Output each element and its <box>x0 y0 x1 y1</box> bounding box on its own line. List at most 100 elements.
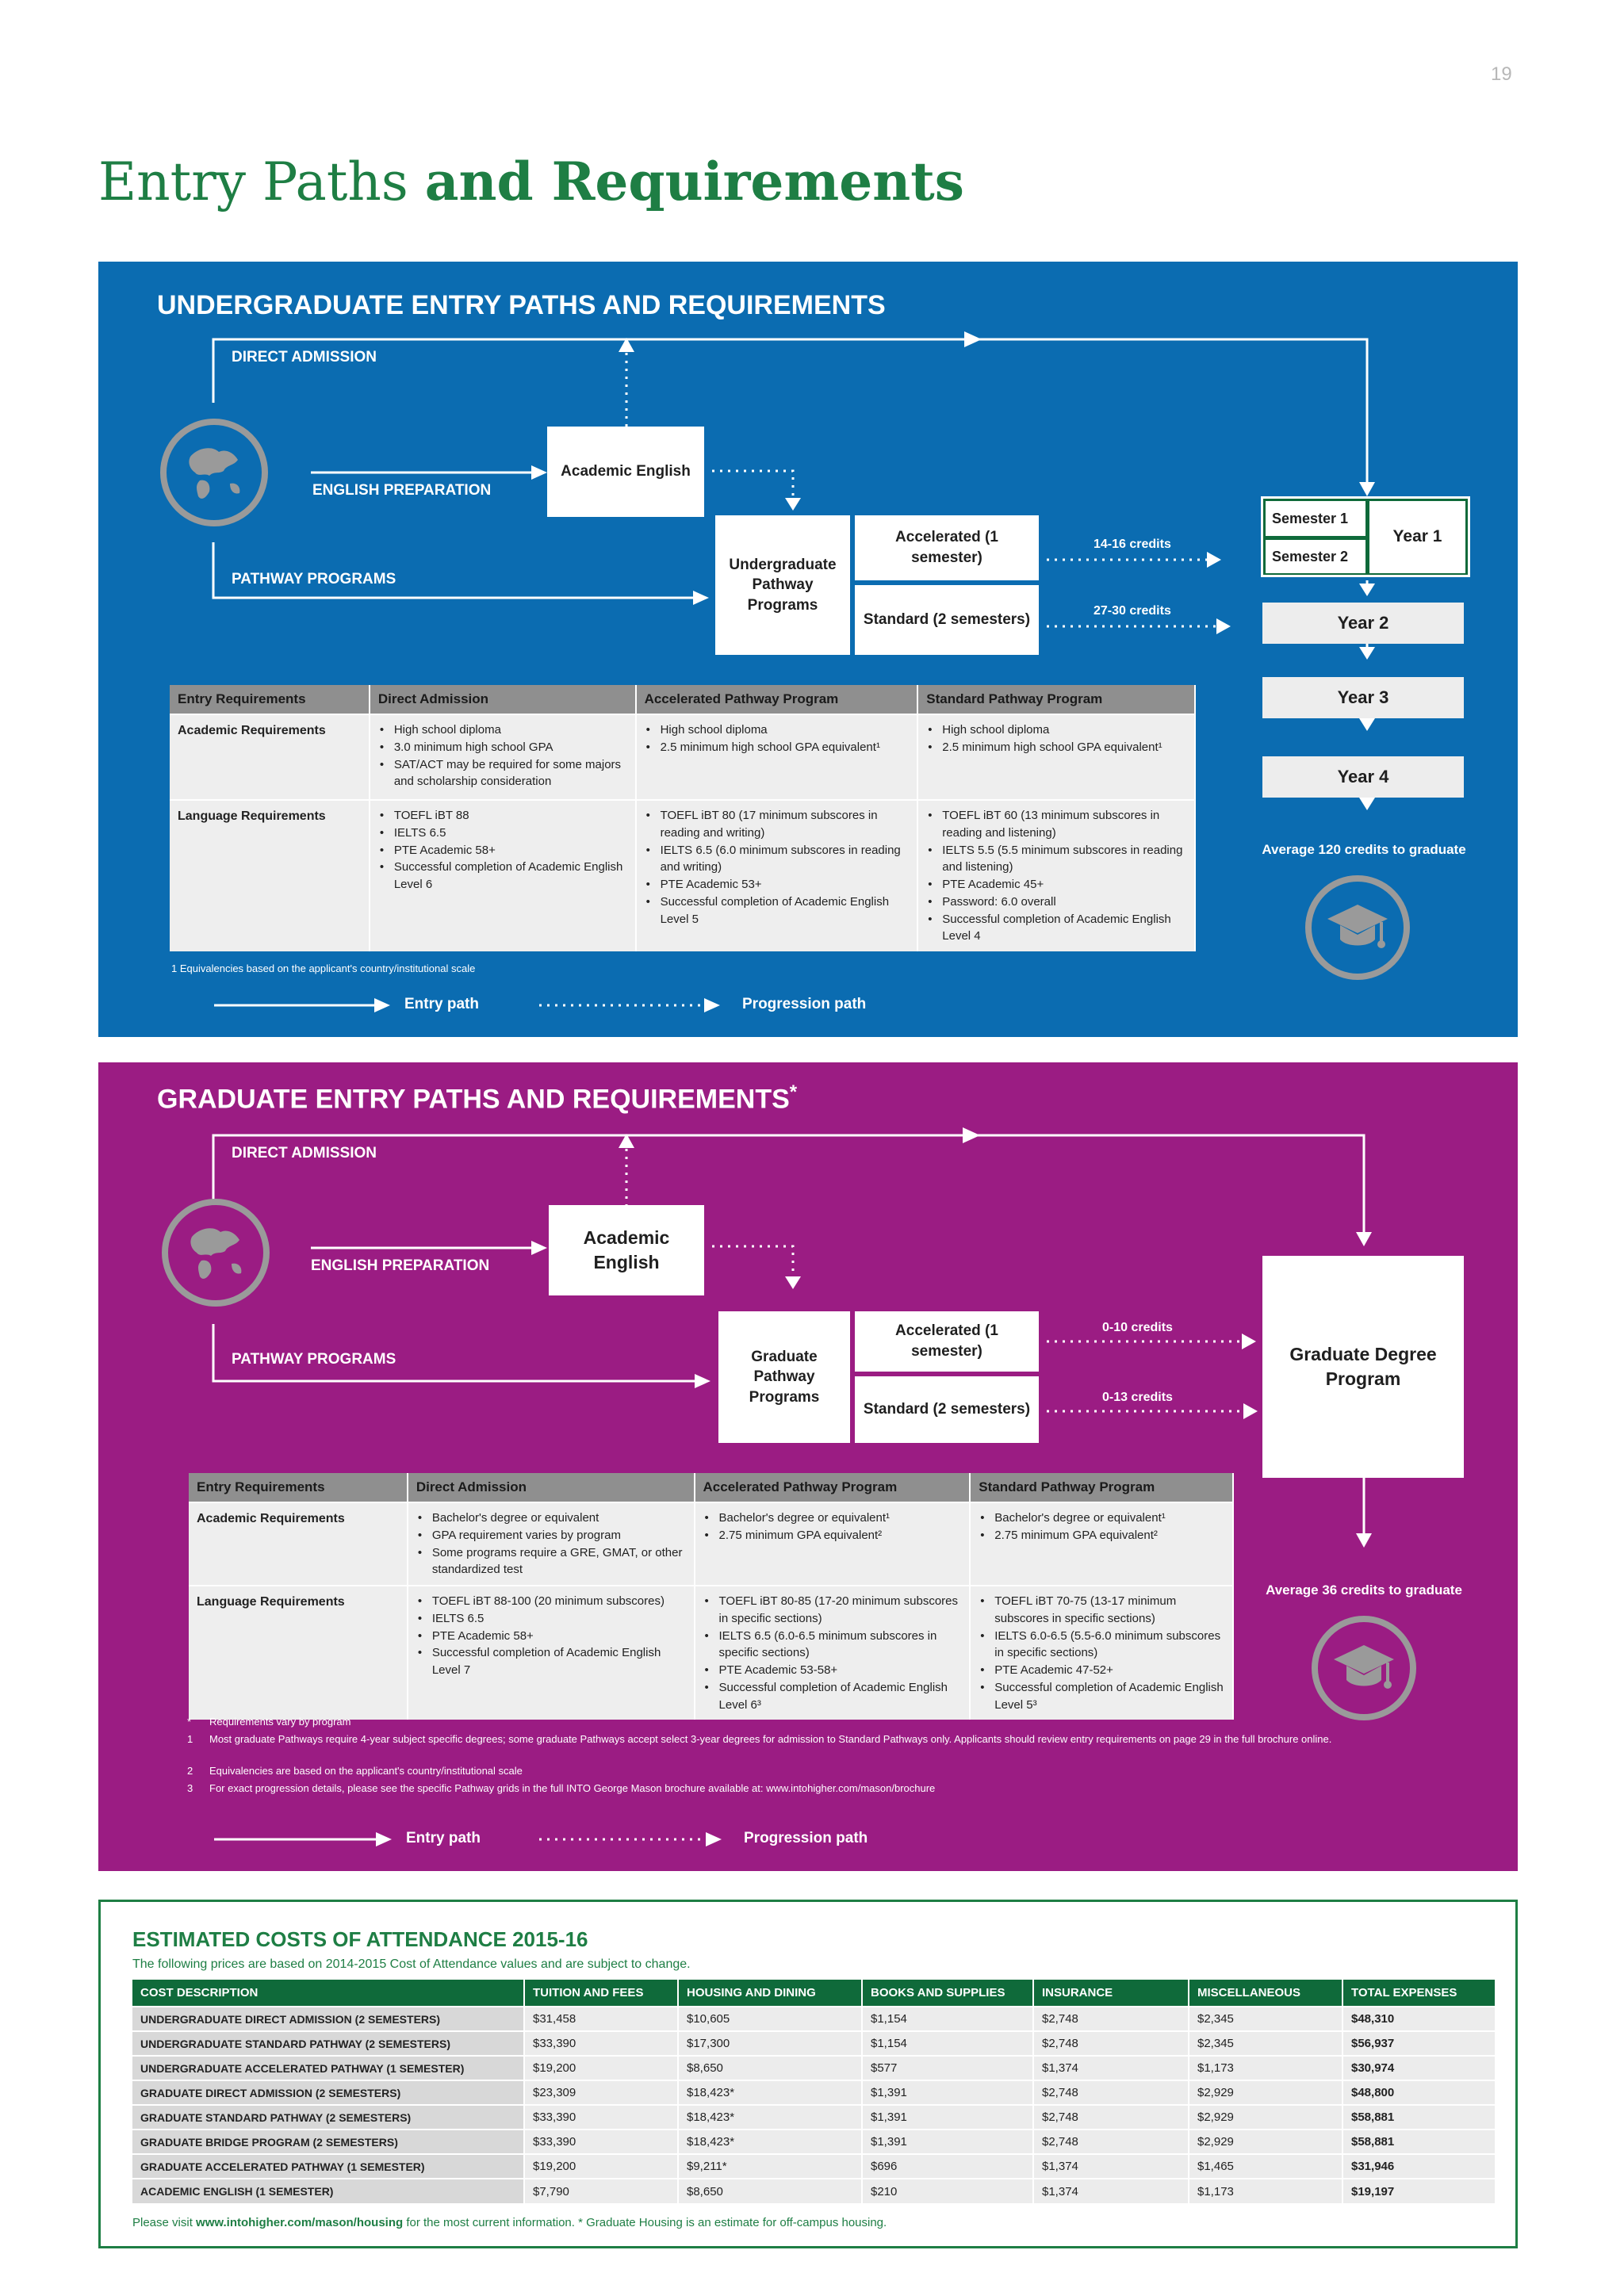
undergraduate-panel: UNDERGRADUATE ENTRY PATHS AND REQUIREMEN… <box>98 262 1518 1037</box>
list-item: PTE Academic 47-52+ <box>979 1662 1224 1679</box>
costs-header: HOUSING AND DINING <box>678 1980 863 2007</box>
housing-link[interactable]: www.intohigher.com/mason/housing <box>196 2216 404 2229</box>
cost-cell: $18,423* <box>678 2080 863 2105</box>
list-item: TOEFL iBT 70-75 (13-17 minimum subscores… <box>979 1593 1224 1628</box>
ug-req-row-label: Academic Requirements <box>170 714 370 800</box>
list-item: Successful completion of Academic Englis… <box>979 1679 1224 1714</box>
table-row: Language Requirements TOEFL iBT 88 IELTS… <box>170 799 1196 951</box>
globe-icon <box>160 419 268 526</box>
gr-footnote-text: For exact progression details, please se… <box>209 1782 936 1794</box>
gr-footnote: 2 Equivalencies are based on the applica… <box>187 1765 1345 1782</box>
gr-req-header-row: Entry Requirements Direct Admission Acce… <box>189 1473 1234 1502</box>
list-item: TOEFL iBT 88 <box>378 807 627 825</box>
graduate-heading-mark: * <box>789 1081 798 1103</box>
cost-cell: $2,929 <box>1189 2080 1343 2105</box>
gr-footnote-text: Most graduate Pathways require 4-year su… <box>209 1733 1332 1745</box>
list-item: Password: 6.0 overall <box>926 894 1186 911</box>
ug-req-header: Direct Admission <box>369 685 637 714</box>
page-title-light: Entry Paths <box>98 151 425 212</box>
cost-cell: $18,423* <box>678 2104 863 2130</box>
cost-cell-description: GRADUATE BRIDGE PROGRAM (2 SEMESTERS) <box>132 2129 525 2154</box>
cost-cell: $2,748 <box>1033 2104 1189 2130</box>
gr-accelerated-box: Accelerated (1 semester) <box>855 1311 1039 1372</box>
list-item: IELTS 6.5 <box>416 1610 686 1628</box>
cost-cell: $2,929 <box>1189 2104 1343 2130</box>
cost-cell-description: UNDERGRADUATE STANDARD PATHWAY (2 SEMEST… <box>132 2030 525 2056</box>
ug-pathway-programs-box: Undergraduate Pathway Programs <box>715 515 850 655</box>
cost-cell-description: GRADUATE STANDARD PATHWAY (2 SEMESTERS) <box>132 2104 525 2130</box>
costs-header: INSURANCE <box>1033 1980 1189 2007</box>
cost-cell-total: $30,974 <box>1342 2055 1496 2080</box>
list-item: IELTS 6.5 <box>378 825 627 842</box>
list-item: TOEFL iBT 60 (13 minimum subscores in re… <box>926 807 1186 842</box>
ug-year3-box: Year 3 <box>1262 677 1464 718</box>
cost-cell: $696 <box>862 2153 1034 2179</box>
gr-footnote-mark: 3 <box>187 1782 193 1794</box>
gr-req-header: Standard Pathway Program <box>970 1473 1234 1502</box>
cost-cell: $9,211* <box>678 2153 863 2179</box>
cost-cell: $18,423* <box>678 2129 863 2154</box>
page-title-bold: and Requirements <box>424 151 964 212</box>
costs-subtitle: The following prices are based on 2014-2… <box>132 1957 691 1971</box>
graduation-cap-icon-graphic <box>1334 1645 1394 1689</box>
list-item: Bachelor's degree or equivalent¹ <box>979 1510 1224 1527</box>
gr-degree-program-box: Graduate Degree Program <box>1262 1256 1464 1478</box>
gr-req-cell: TOEFL iBT 88-100 (20 minimum subscores) … <box>407 1584 695 1720</box>
gr-legend-entry-path: Entry path <box>406 1830 481 1846</box>
table-row: Language Requirements TOEFL iBT 88-100 (… <box>189 1584 1234 1720</box>
gr-footnote-mark: 1 <box>187 1733 193 1745</box>
costs-header: BOOKS AND SUPPLIES <box>862 1980 1034 2007</box>
cost-cell: $1,154 <box>862 2006 1034 2031</box>
list-item: PTE Academic 45+ <box>926 876 1186 894</box>
ug-semester2-box: Semester 2 <box>1266 540 1365 573</box>
cost-cell: $1,391 <box>862 2104 1034 2130</box>
cost-cell-total: $58,881 <box>1342 2104 1496 2130</box>
graduation-cap-icon <box>1305 875 1410 980</box>
list-item: Some programs require a GRE, GMAT, or ot… <box>416 1544 686 1579</box>
cost-cell-description: GRADUATE DIRECT ADMISSION (2 SEMESTERS) <box>132 2080 525 2105</box>
gr-standard-box: Standard (2 semesters) <box>855 1376 1039 1443</box>
table-row: GRADUATE DIRECT ADMISSION (2 SEMESTERS) … <box>132 2080 1496 2105</box>
ug-pathway-programs-label: PATHWAY PROGRAMS <box>232 571 396 587</box>
graduate-flow-diagram <box>212 1127 1372 1846</box>
costs-table: COST DESCRIPTION TUITION AND FEES HOUSIN… <box>132 1980 1496 2203</box>
cost-cell: $2,748 <box>1033 2080 1189 2105</box>
cost-cell-description: ACADEMIC ENGLISH (1 SEMESTER) <box>132 2178 525 2203</box>
table-row: UNDERGRADUATE STANDARD PATHWAY (2 SEMEST… <box>132 2030 1496 2056</box>
gr-footnote-mark: 2 <box>187 1765 193 1777</box>
list-item: Bachelor's degree or equivalent <box>416 1510 686 1527</box>
list-item: PTE Academic 53+ <box>645 876 910 894</box>
cost-cell: $2,929 <box>1189 2129 1343 2154</box>
ug-req-header-row: Entry Requirements Direct Admission Acce… <box>170 685 1196 714</box>
cost-cell: $33,390 <box>524 2030 679 2056</box>
ug-academic-english-box: Academic English <box>547 427 704 517</box>
cost-cell-description: GRADUATE ACCELERATED PATHWAY (1 SEMESTER… <box>132 2153 525 2179</box>
gr-req-row-label: Academic Requirements <box>189 1502 408 1586</box>
gr-requirements-table: Entry Requirements Direct Admission Acce… <box>189 1473 1234 1720</box>
graduate-heading: GRADUATE ENTRY PATHS AND REQUIREMENTS* <box>157 1081 797 1115</box>
ug-req-cell: TOEFL iBT 60 (13 minimum subscores in re… <box>917 799 1196 951</box>
costs-header: TUITION AND FEES <box>524 1980 679 2007</box>
cost-cell: $210 <box>862 2178 1034 2203</box>
ug-english-preparation-label: ENGLISH PREPARATION <box>312 482 492 499</box>
gr-legend-progression-path: Progression path <box>744 1830 868 1846</box>
gr-footnote: 1 Most graduate Pathways require 4-year … <box>187 1733 1345 1765</box>
gr-req-cell: TOEFL iBT 70-75 (13-17 minimum subscores… <box>970 1584 1234 1720</box>
ug-year4-box: Year 4 <box>1262 756 1464 798</box>
ug-legend-entry-path: Entry path <box>404 996 479 1012</box>
table-row: GRADUATE BRIDGE PROGRAM (2 SEMESTERS) $3… <box>132 2129 1496 2154</box>
graduate-panel: GRADUATE ENTRY PATHS AND REQUIREMENTS* <box>98 1062 1518 1871</box>
ug-legend-progression-path: Progression path <box>742 996 867 1012</box>
list-item: 2.75 minimum GPA equivalent² <box>703 1527 962 1544</box>
page-number: 19 <box>1491 63 1512 85</box>
cost-cell: $33,390 <box>524 2104 679 2130</box>
list-item: IELTS 5.5 (5.5 minimum subscores in read… <box>926 842 1186 877</box>
costs-note-prefix: Please visit <box>132 2216 197 2229</box>
ug-req-cell: High school diploma 2.5 minimum high sch… <box>917 714 1196 800</box>
globe-icon-graphic <box>190 1228 242 1279</box>
cost-cell-total: $19,197 <box>1342 2178 1496 2203</box>
list-item: 3.0 minimum high school GPA <box>378 739 627 756</box>
list-item: 2.5 minimum high school GPA equivalent¹ <box>926 739 1186 756</box>
list-item: Successful completion of Academic Englis… <box>416 1644 686 1679</box>
ug-req-header: Entry Requirements <box>170 685 370 714</box>
